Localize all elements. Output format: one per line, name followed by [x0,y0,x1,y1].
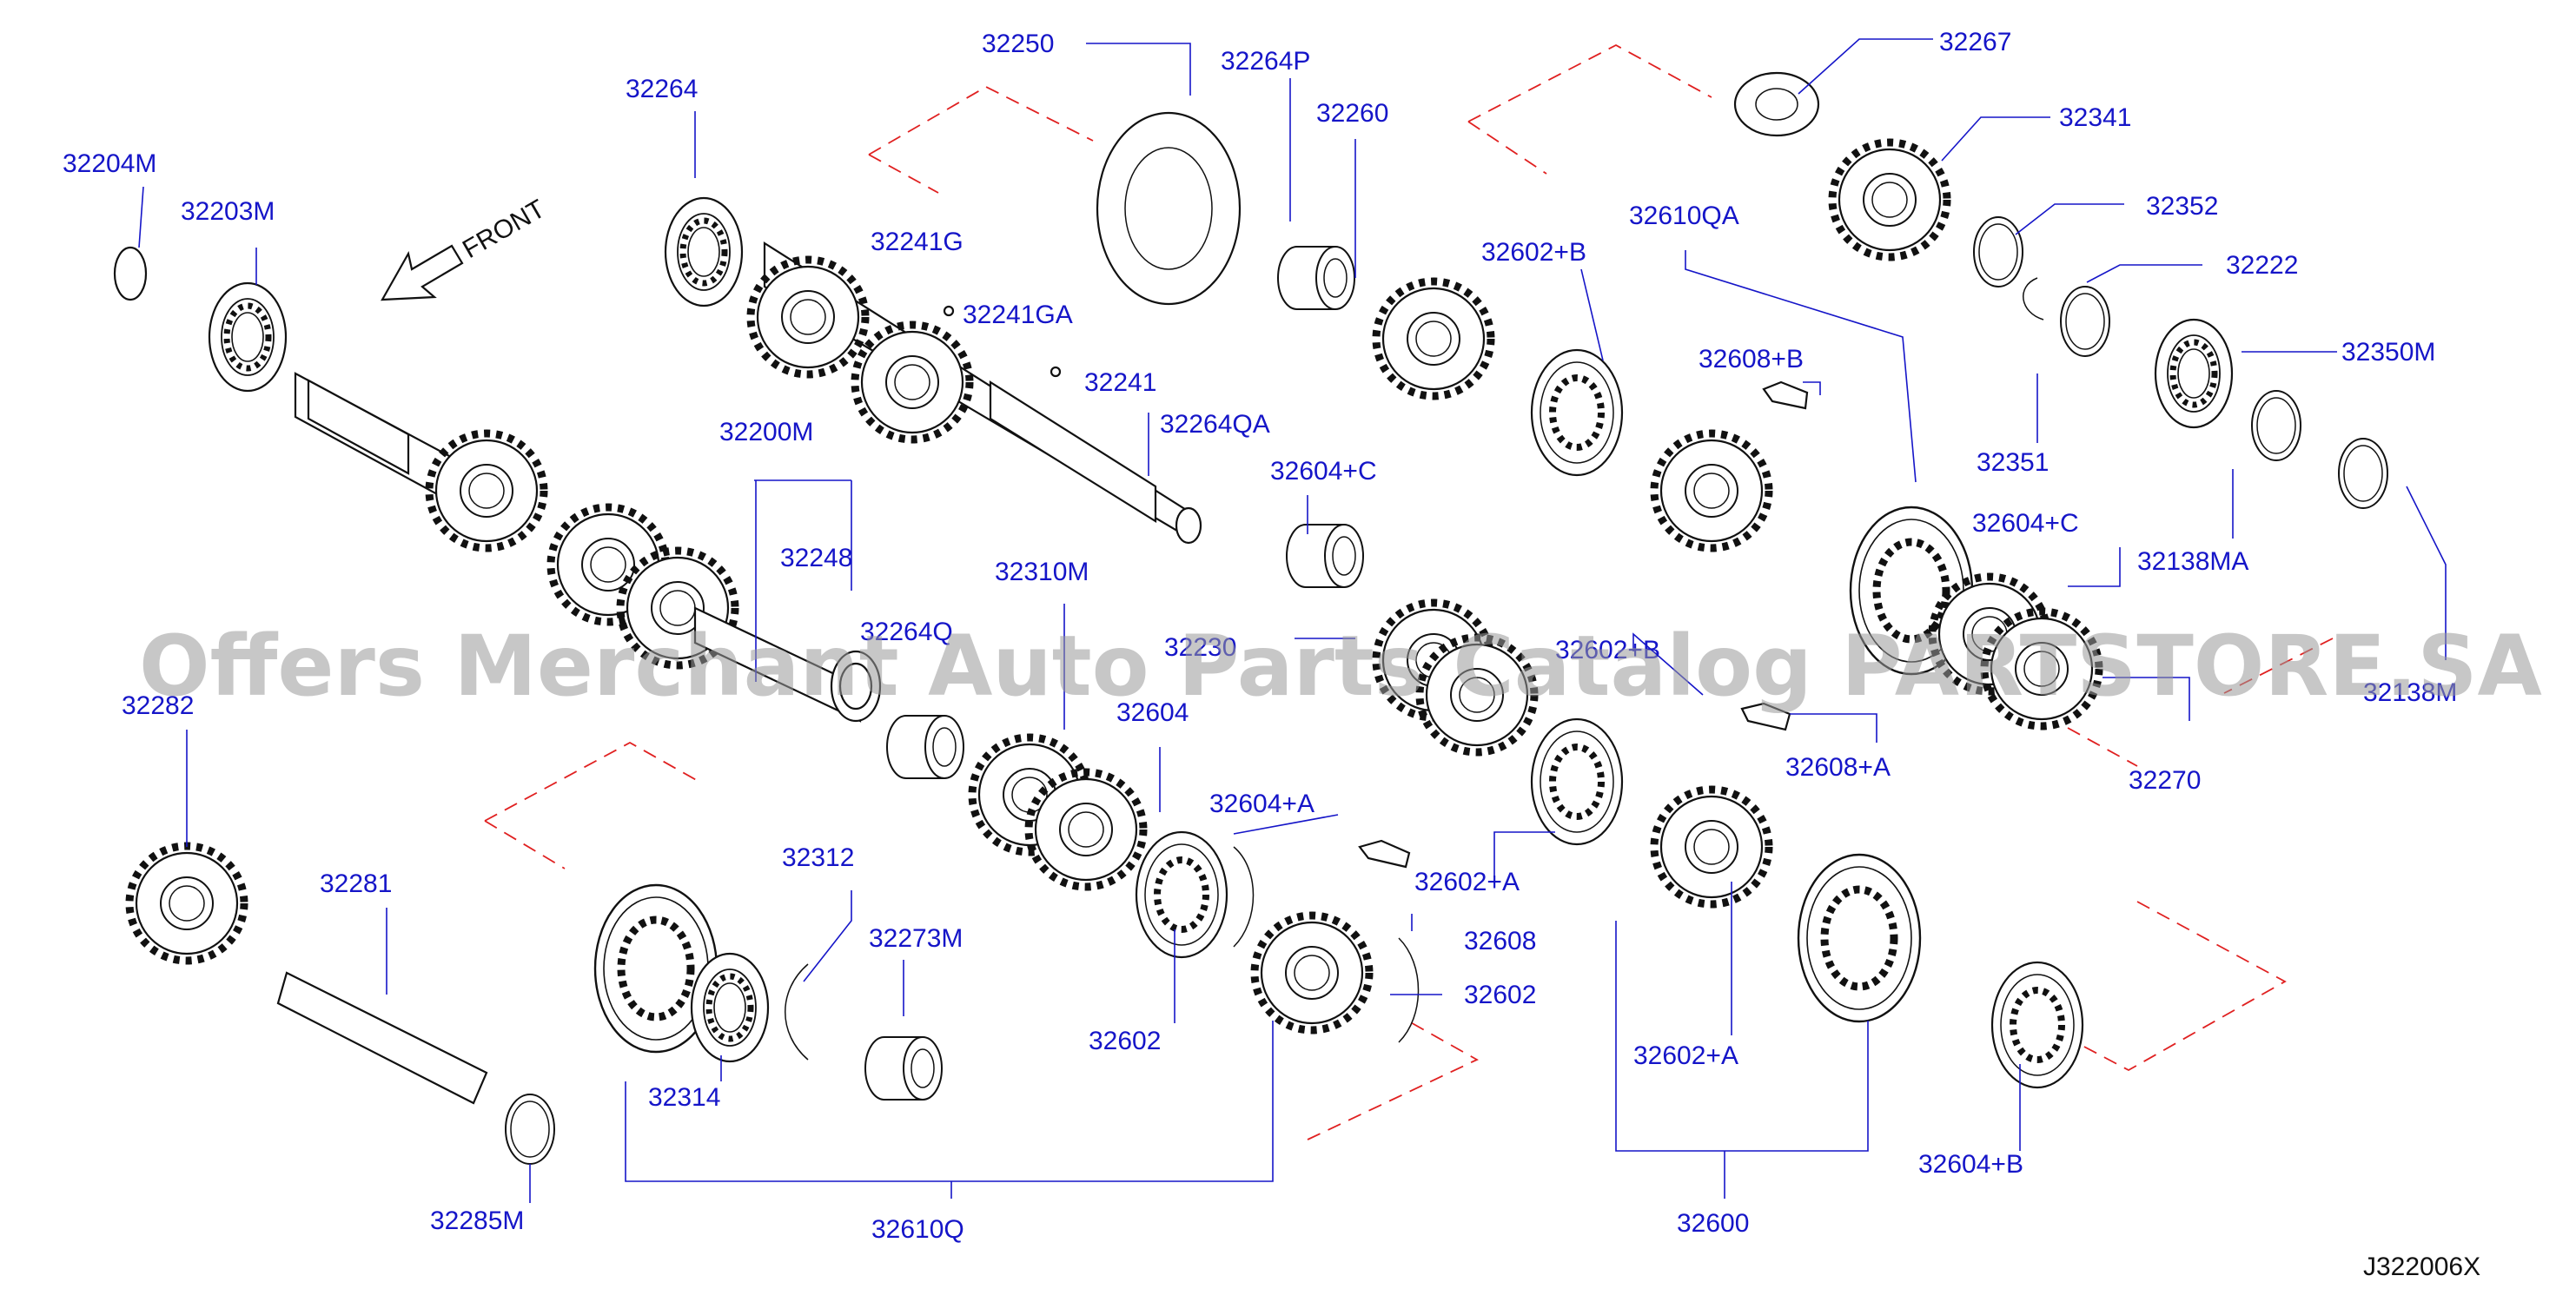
label-32352: 32352 [2146,192,2218,221]
label-32204M: 32204M [63,149,156,178]
label-32602A: 32602+A [1414,868,1520,896]
label-32281: 32281 [320,869,392,898]
label-32602-left: 32602 [1089,1027,1161,1055]
label-32260: 32260 [1316,99,1388,128]
leader-lines [138,38,2447,1203]
region-outlines [484,43,2334,1140]
label-32264: 32264 [626,75,698,103]
label-32264P: 32264P [1221,47,1310,76]
upper-right-parts [1733,71,2388,509]
part-labels: 32250 32264P 32260 32267 32341 32352 322… [63,28,2457,1244]
label-32602B-2: 32602+B [1555,636,1660,664]
label-32241GA: 32241GA [963,301,1073,329]
label-32604C: 32604+C [1270,457,1377,486]
label-32608A: 32608+A [1785,753,1891,782]
label-32282: 32282 [122,691,194,720]
label-32312: 32312 [782,843,854,872]
label-32604: 32604 [1116,698,1189,727]
middle-lower-parts [886,524,2083,1087]
label-32351: 32351 [1977,448,2049,477]
label-32222: 32222 [2226,251,2298,280]
label-32350M: 32350M [2341,338,2435,367]
label-32264Q: 32264Q [860,618,953,646]
label-32138M: 32138M [2363,678,2457,707]
label-32604B: 32604+B [1918,1150,2023,1179]
label-32608: 32608 [1464,927,1536,955]
label-32285M: 32285M [430,1206,524,1235]
upper-gear-cluster [1096,111,2099,869]
label-32248: 32248 [780,544,852,572]
label-32241: 32241 [1084,368,1156,397]
lower-left-parts [129,846,943,1165]
label-32600: 32600 [1677,1209,1749,1238]
label-32267: 32267 [1939,28,2011,56]
main-shaft-assembly [113,246,882,723]
front-label: FRONT [458,195,550,264]
label-32341: 32341 [2059,103,2131,132]
label-32602-right: 32602 [1464,981,1536,1009]
label-32610QA: 32610QA [1629,202,1739,230]
label-32138MA: 32138MA [2137,547,2248,576]
label-32310M: 32310M [995,558,1089,586]
label-32270: 32270 [2129,766,2201,795]
label-32604A: 32604+A [1209,790,1314,818]
label-32314: 32314 [648,1083,720,1112]
label-32602A-2: 32602+A [1633,1041,1738,1070]
counter-shaft [666,198,1202,545]
label-32264QA: 32264QA [1160,410,1270,439]
label-32230: 32230 [1164,633,1236,662]
label-32610Q: 32610Q [871,1215,964,1244]
label-32203M: 32203M [181,197,275,226]
label-32273M: 32273M [869,924,963,953]
label-32604C-right: 32604+C [1972,509,2079,538]
label-32602B: 32602+B [1481,238,1586,267]
label-32200M: 32200M [719,418,813,446]
label-32250: 32250 [982,30,1054,58]
diagram-code: J322006X [2363,1253,2480,1281]
watermark: Offers Merchant Auto Parts Catalog PARTS… [139,618,2542,715]
label-32241G: 32241G [871,228,964,256]
front-arrow: FRONT [381,195,550,301]
label-32608B: 32608+B [1699,345,1804,373]
